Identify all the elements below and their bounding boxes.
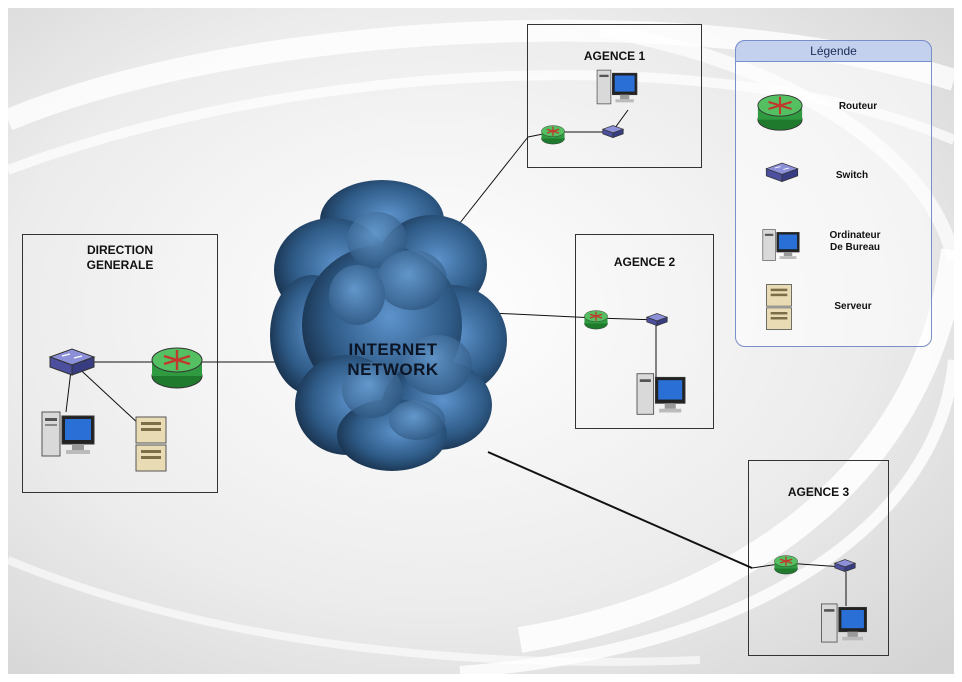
switch-icon [48,348,96,376]
router-icon [584,310,608,330]
legend-label-serveur: Serveur [834,301,872,312]
link-cloud-agence3 [487,451,753,569]
desktop-computer-icon [596,69,638,105]
switch-icon [645,313,669,327]
link-cloud-agence1 [447,136,529,239]
site-agence-1: AGENCE 1 [527,24,702,168]
server-icon [135,416,167,472]
site-title: AGENCE 1 [583,49,646,63]
link-direction-switch-server [71,361,141,426]
site-title: DIRECTION GENERALE [86,243,154,272]
legend-title: Légende [735,40,932,62]
switch-icon [765,162,799,183]
desktop-computer-icon [762,229,800,261]
cloud-label: INTERNET NETWORK [347,340,439,379]
desktop-computer-icon [636,373,686,415]
site-agence-2: AGENCE 2 [575,234,714,429]
legend-label-routeur: Routeur [838,101,878,112]
desktop-computer-icon [821,603,867,643]
router-icon [774,555,798,575]
router-icon [151,347,203,389]
internet-cloud [270,180,507,471]
server-icon [766,284,792,330]
router-icon [541,125,565,145]
site-agence-3: AGENCE 3 [748,460,889,656]
router-icon [757,94,803,131]
legend-label-ordinateur: Ordinateur De Bureau [829,230,881,253]
site-title: AGENCE 2 [613,255,676,269]
legend-label-switch: Switch [835,170,869,181]
switch-icon [833,559,857,573]
switch-icon [601,125,625,139]
desktop-computer-icon [41,411,95,457]
site-title: AGENCE 3 [787,485,850,499]
site-direction-generale: DIRECTION GENERALE [22,234,218,493]
